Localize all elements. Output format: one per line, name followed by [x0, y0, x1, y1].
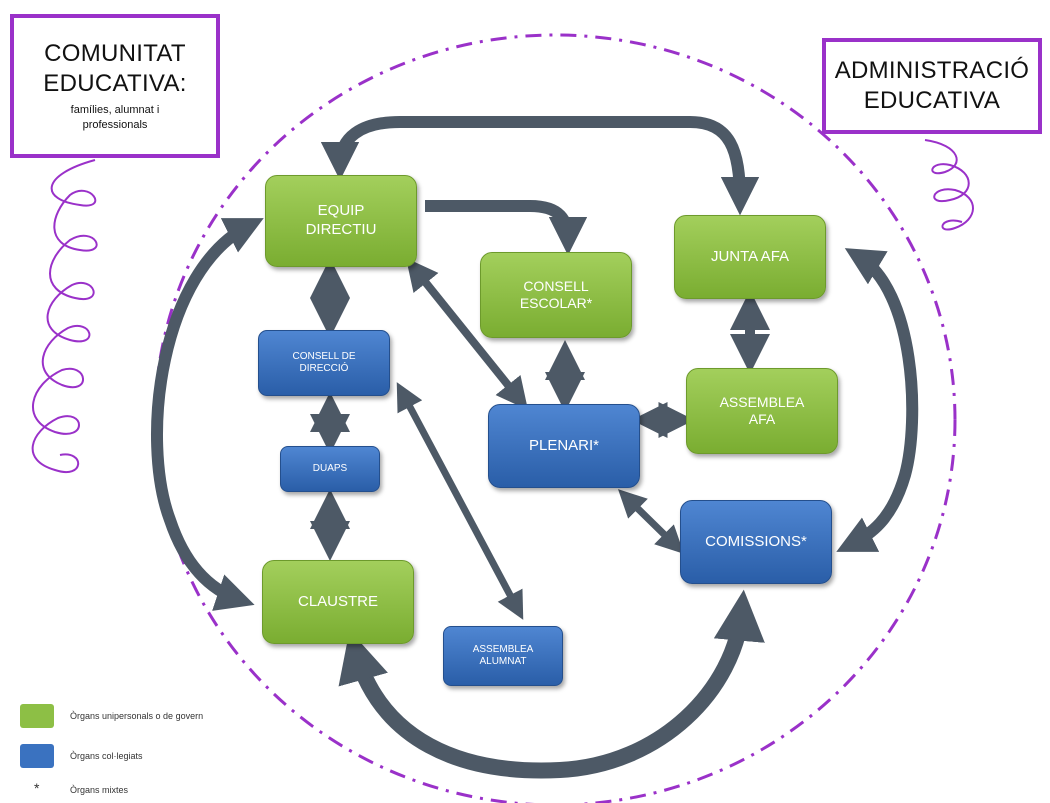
node-plenari-label: PLENARI* [528, 436, 600, 454]
node-comissions: COMISSIONS* [680, 500, 832, 584]
comunitat-educativa-subtitle: famílies, alumnat i professionals [70, 103, 160, 131]
administracio-educativa-frame: ADMINISTRACIÓ EDUCATIVA [822, 38, 1042, 134]
node-duaps-label: DUAPS [312, 462, 348, 474]
node-equip-directiu: EQUIP DIRECTIU [265, 175, 417, 267]
left-frame-curl [31, 159, 98, 473]
comunitat-educativa-frame: COMUNITAT EDUCATIVA: famílies, alumnat i… [10, 14, 220, 158]
arrow-junta-to-equip [320, 116, 760, 216]
node-assemblea-afa: ASSEMBLEA AFA [686, 368, 838, 454]
node-comissions-label: COMISSIONS* [705, 532, 807, 550]
node-claustre-label: CLAUSTRE [297, 592, 379, 610]
legend-swatch-govern [20, 704, 54, 728]
arrow-consell-direccio-assemblea-alumnat [396, 382, 524, 620]
node-junta-afa-label: JUNTA AFA [710, 247, 790, 265]
node-assemblea-alumnat: ASSEMBLEA ALUMNAT [443, 626, 563, 686]
legend-swatch-collegiats [20, 744, 54, 768]
legend-label-collegiats: Òrgans col·legiats [70, 751, 143, 761]
node-plenari: PLENARI* [488, 404, 640, 488]
arrow-equip-to-consell-escolar [425, 200, 588, 256]
arrow-claustre-comissions-loop [338, 589, 765, 779]
legend-label-govern: Òrgans unipersonals o de govern [70, 711, 204, 721]
legend-symbol-mixtes: * [34, 780, 40, 796]
node-equip-directiu-label: EQUIP DIRECTIU [305, 202, 377, 238]
node-consell-direccio-label: CONSELL DE DIRECCIÓ [292, 350, 356, 375]
right-frame-curl [924, 139, 974, 231]
node-claustre: CLAUSTRE [262, 560, 414, 644]
node-junta-afa: JUNTA AFA [674, 215, 826, 299]
node-assemblea-afa-label: ASSEMBLEA AFA [719, 393, 805, 428]
administracio-educativa-title: ADMINISTRACIÓ EDUCATIVA [834, 57, 1030, 114]
comunitat-educativa-title: COMUNITAT EDUCATIVA: [43, 39, 187, 97]
arrow-equip-claustre-loop [151, 218, 264, 611]
node-duaps: DUAPS [280, 446, 380, 492]
legend-label-mixtes: Òrgans mixtes [70, 785, 129, 795]
arrow-equip-plenari [405, 258, 529, 410]
node-assemblea-alumnat-label: ASSEMBLEA ALUMNAT [472, 643, 534, 668]
node-consell-escolar: CONSELL ESCOLAR* [480, 252, 632, 338]
node-consell-escolar-label: CONSELL ESCOLAR* [519, 277, 593, 312]
arrow-plenari-comissions [618, 489, 684, 554]
node-consell-direccio: CONSELL DE DIRECCIÓ [258, 330, 390, 396]
arrow-junta-comissions-loop [836, 248, 919, 552]
